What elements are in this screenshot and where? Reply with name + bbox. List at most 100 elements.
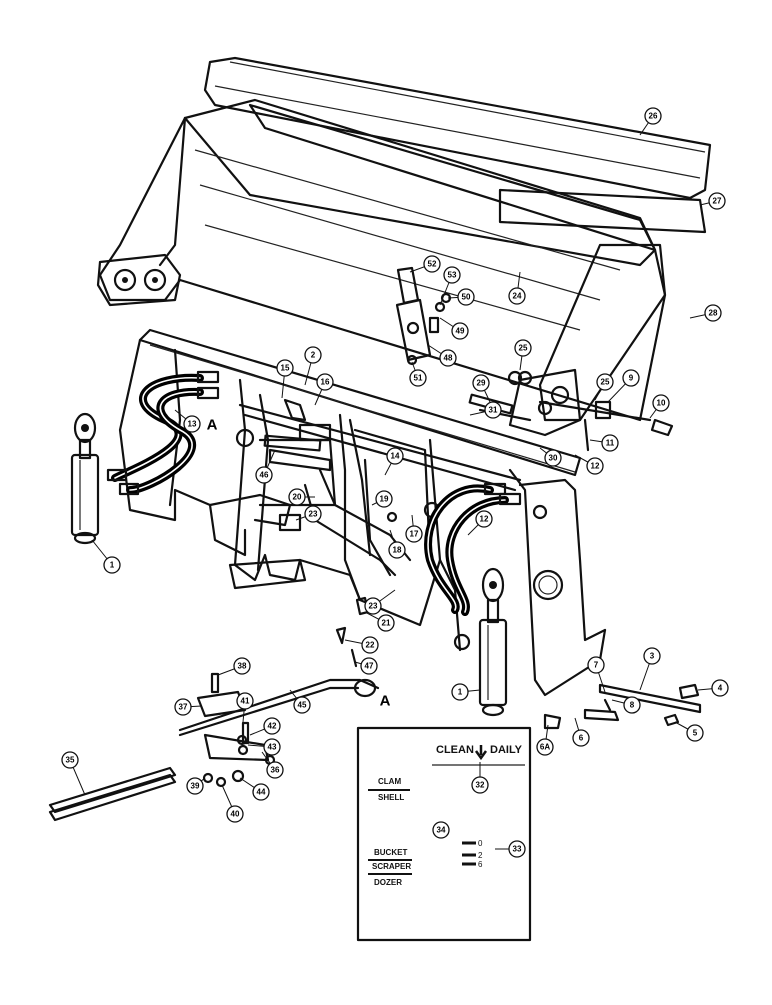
callout-23: 23 <box>364 597 382 615</box>
callout-6a: 6A <box>536 738 554 756</box>
cutting-edge-26 <box>203 56 712 200</box>
bracket-assembly <box>395 266 452 366</box>
callout-number: 17 <box>410 530 419 539</box>
callout-bubble <box>443 266 461 284</box>
callout-number: 30 <box>549 454 558 463</box>
callout-number: 23 <box>369 602 378 611</box>
leader-lines <box>69 115 721 850</box>
callout-bubble <box>361 636 379 654</box>
callout-26: 26 <box>644 107 662 125</box>
callout-number: 22 <box>366 641 375 650</box>
callout-34: 34 <box>432 821 450 839</box>
callout-bubble <box>484 401 502 419</box>
callout-bubble <box>377 614 395 632</box>
callout-bubble <box>186 777 204 795</box>
callout-bubble <box>276 359 294 377</box>
callout-number: 11 <box>606 439 615 448</box>
callout-bubble <box>475 510 493 528</box>
callout-number: 31 <box>489 406 498 415</box>
callout-bubble <box>405 525 423 543</box>
decal-clam-text: CLAM <box>378 777 401 786</box>
callout-number: 6A <box>540 743 550 752</box>
callout-40: 40 <box>226 805 244 823</box>
callout-number: 44 <box>257 788 266 797</box>
callout-43: 43 <box>263 738 281 756</box>
callout-14: 14 <box>386 447 404 465</box>
callout-6: 6 <box>572 729 590 747</box>
callout-52: 52 <box>423 255 441 273</box>
callout-bubble <box>623 696 641 714</box>
callout-number: 2 <box>311 351 316 360</box>
callout-bubble <box>304 505 322 523</box>
callout-1: 1 <box>103 556 121 574</box>
callout-number: 37 <box>179 703 188 712</box>
callout-48: 48 <box>439 349 457 367</box>
decal-scraper-text: SCRAPER <box>372 862 411 871</box>
callout-45: 45 <box>293 696 311 714</box>
callout-5: 5 <box>686 724 704 742</box>
callout-bubble <box>174 698 192 716</box>
callout-number: 48 <box>444 354 453 363</box>
callout-bubble <box>236 692 254 710</box>
callout-bubble <box>288 488 306 506</box>
callout-number: 29 <box>477 379 486 388</box>
callout-number: 3 <box>650 652 655 661</box>
decal-bucket-text: BUCKET <box>374 848 407 857</box>
callout-9: 9 <box>622 369 640 387</box>
callout-24: 24 <box>508 287 526 305</box>
callout-bubble <box>544 449 562 467</box>
callout-number: 6 <box>579 734 584 743</box>
down-arrow-icon <box>474 745 488 761</box>
callout-bubble <box>508 287 526 305</box>
callout-number: 33 <box>513 845 522 854</box>
callout-bubble <box>375 490 393 508</box>
decal-shell-text: SHELL <box>378 793 404 802</box>
callout-30: 30 <box>544 449 562 467</box>
loader-frame-2 <box>118 328 607 697</box>
decal-clean-text: CLEAN <box>436 744 474 756</box>
callout-18: 18 <box>388 541 406 559</box>
callout-number: 5 <box>693 729 698 738</box>
callout-number: 36 <box>271 766 280 775</box>
callout-number: 40 <box>231 810 240 819</box>
callout-49: 49 <box>451 322 469 340</box>
callout-number: 1 <box>110 561 115 570</box>
callout-bubble <box>439 349 457 367</box>
callout-bubble <box>644 107 662 125</box>
wear-strip-27 <box>498 188 707 234</box>
callout-bubble <box>472 374 490 392</box>
callout-37: 37 <box>174 698 192 716</box>
callout-number: 23 <box>309 510 318 519</box>
hydraulic-hoses <box>106 370 522 616</box>
callout-number: 25 <box>519 344 528 353</box>
callout-2: 2 <box>304 346 322 364</box>
callout-bubble <box>316 373 334 391</box>
left-hinge-bracket <box>96 253 182 307</box>
callout-number: 21 <box>382 619 391 628</box>
callout-53: 53 <box>443 266 461 284</box>
callout-50: 50 <box>457 288 475 306</box>
decal-level-0: 0 <box>478 839 483 848</box>
callout-number: 42 <box>268 722 277 731</box>
callout-bubble <box>293 696 311 714</box>
decal-level-2: 2 <box>478 851 483 860</box>
callout-number: 35 <box>66 756 75 765</box>
callout-bubble <box>233 657 251 675</box>
callout-11: 11 <box>601 434 619 452</box>
callout-number: 45 <box>298 701 307 710</box>
cylinder-left-1 <box>70 412 100 545</box>
callout-bubble <box>704 304 722 322</box>
callout-number: 32 <box>476 781 485 790</box>
callout-bubble <box>409 369 427 387</box>
callout-number: 28 <box>709 309 718 318</box>
decal-daily-text: DAILY <box>490 744 523 756</box>
callout-number: 20 <box>293 493 302 502</box>
callout-29: 29 <box>472 374 490 392</box>
callout-number: 47 <box>365 662 374 671</box>
decal-level-6: 6 <box>478 860 483 869</box>
callout-bubble <box>451 322 469 340</box>
callout-bubble <box>508 840 526 858</box>
callout-20: 20 <box>288 488 306 506</box>
